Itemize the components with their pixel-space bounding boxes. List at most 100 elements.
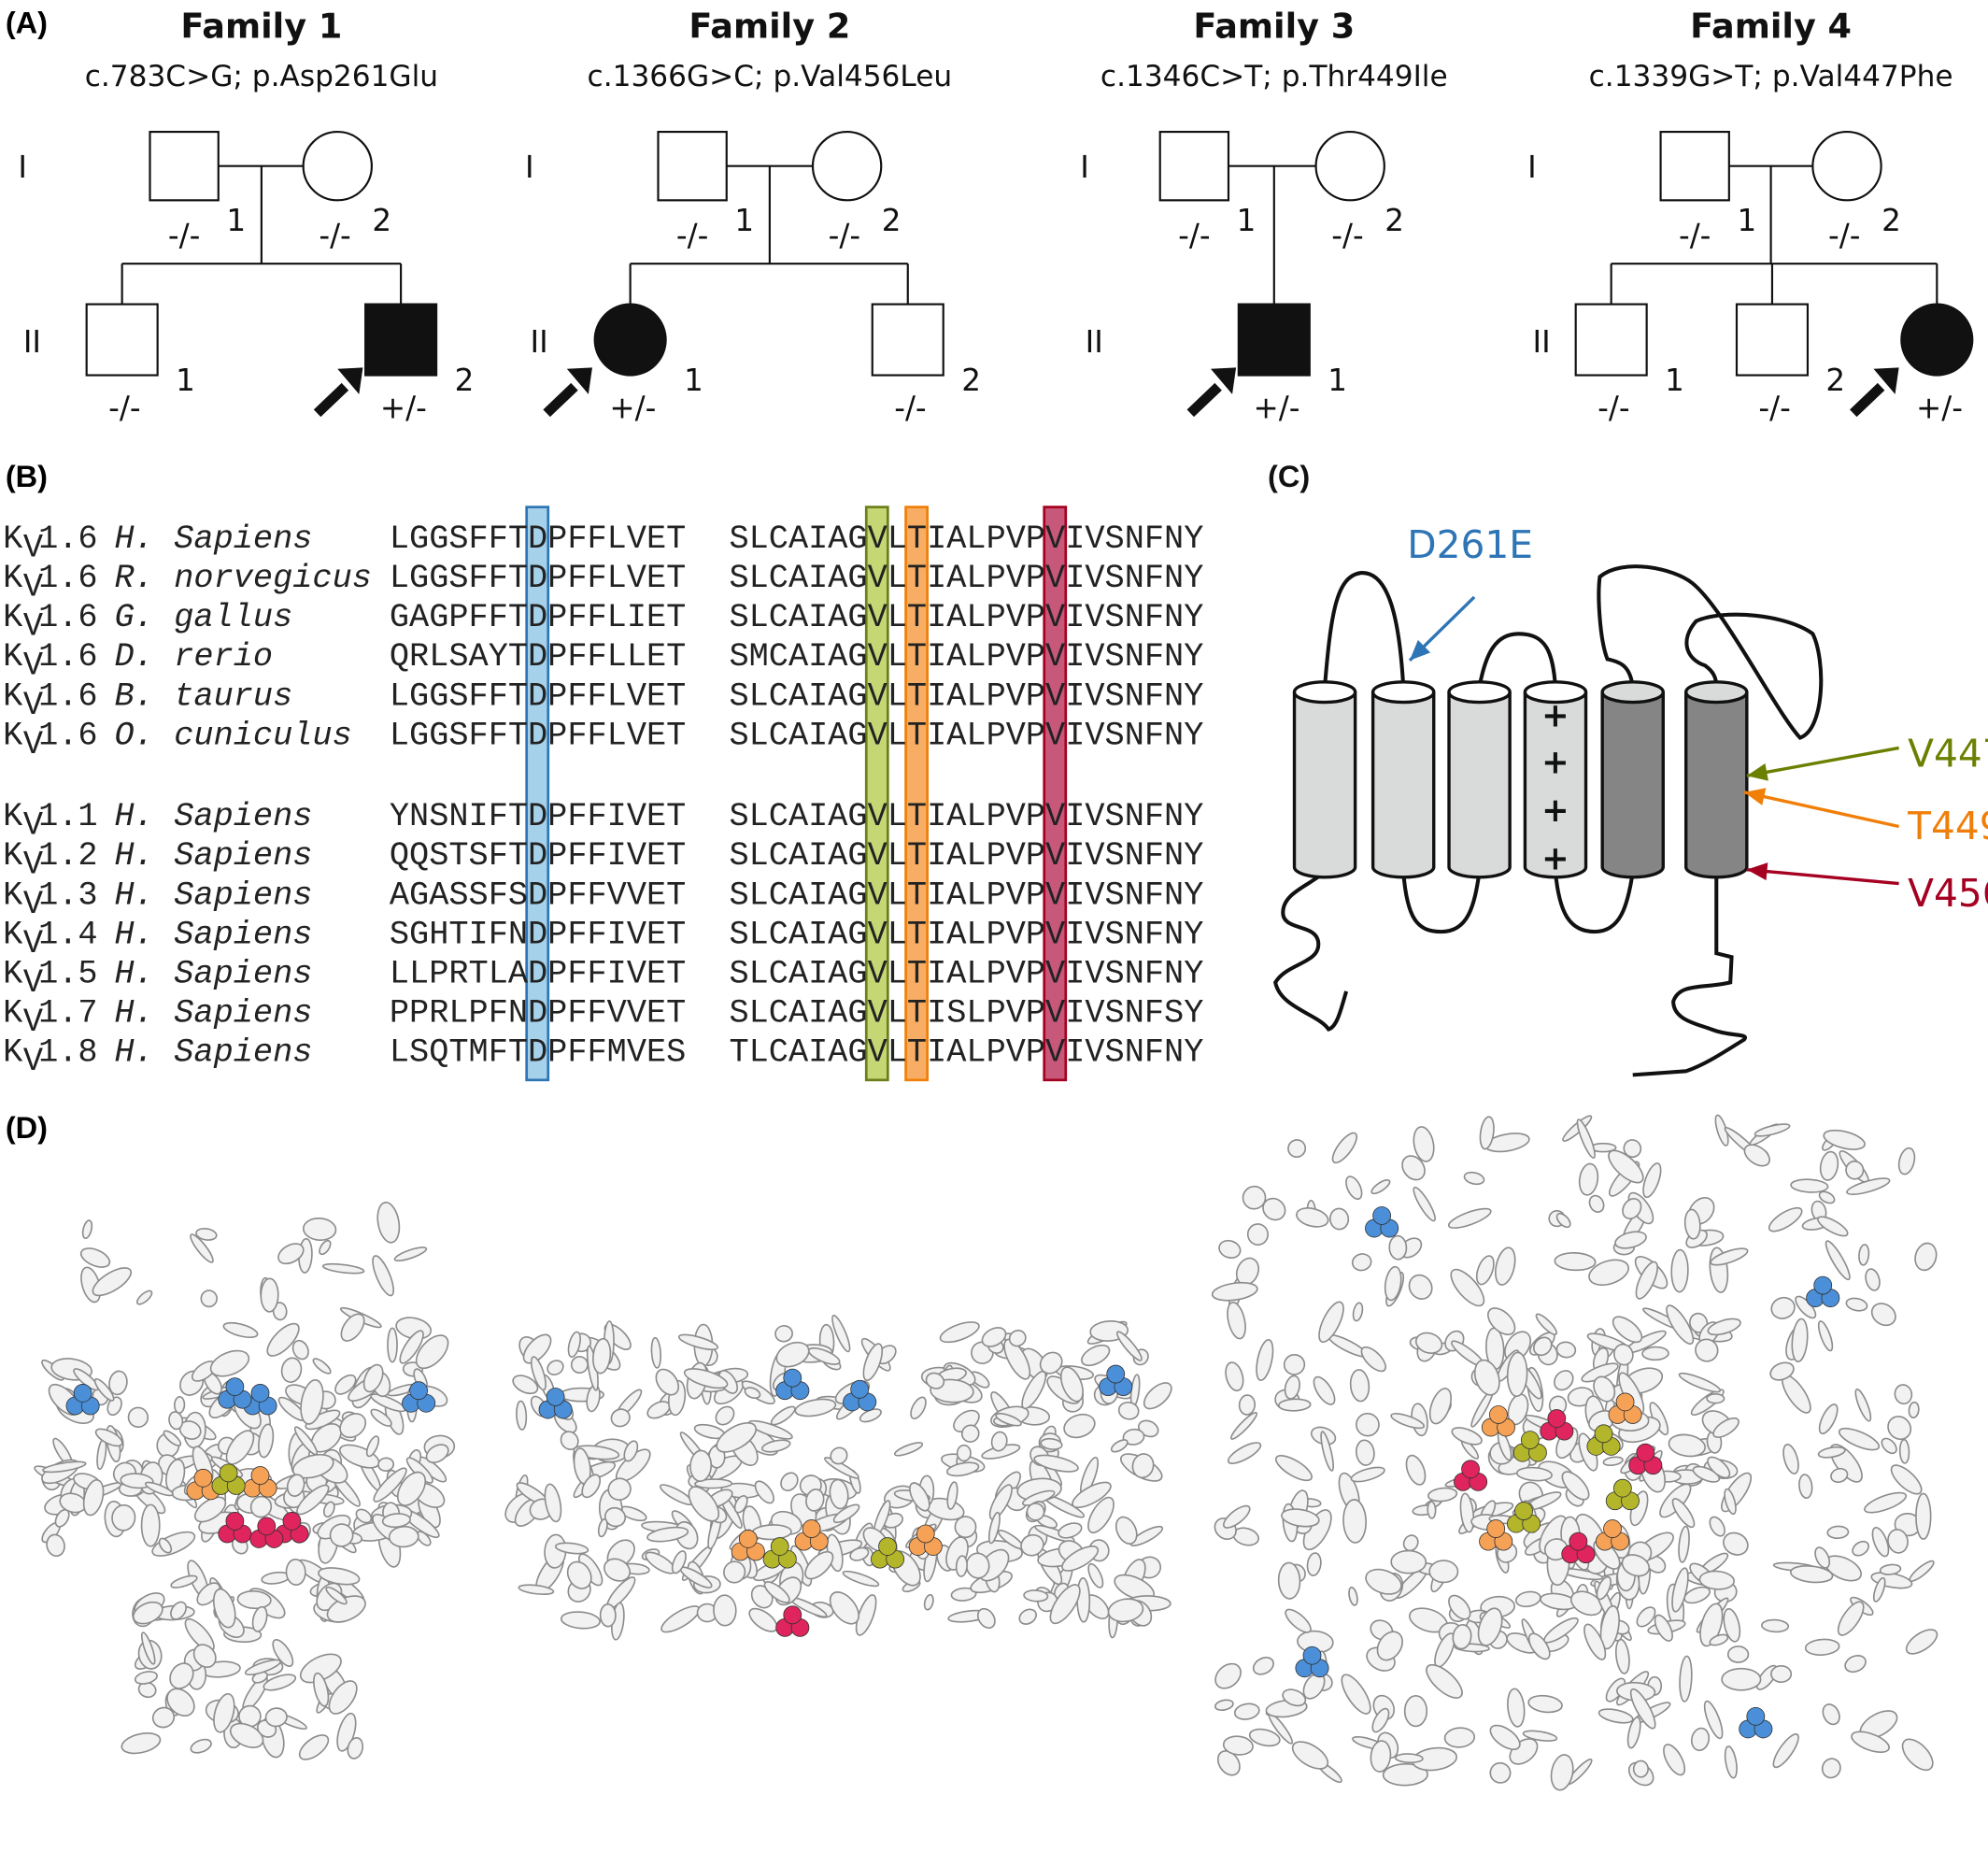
mutation-d261e: D261E	[1407, 522, 1533, 662]
child-number: 2	[1825, 363, 1845, 398]
sequence-segment-1: GAGPFFTDPFFLIET	[390, 599, 686, 636]
helix-ribbon	[715, 1405, 735, 1426]
sequence-segment-1: LLPRTLADPFFIVET	[390, 955, 686, 992]
helix-ribbon	[1489, 1761, 1512, 1784]
helix-ribbon	[862, 1343, 884, 1382]
helix-ribbon	[1008, 1330, 1027, 1347]
helix-ribbon	[1837, 1601, 1865, 1636]
helix-ribbon	[158, 1537, 173, 1554]
gene-number: 1.6	[38, 599, 98, 636]
helix-ribbon	[321, 1262, 365, 1275]
loop-s3-s4	[1477, 632, 1558, 688]
helix-ribbon	[1851, 1731, 1891, 1753]
residue-t449-spheres	[1608, 1392, 1642, 1424]
helix-ribbon	[144, 1481, 174, 1497]
helix-ribbon	[1790, 1178, 1829, 1193]
mother-genotype: -/-	[1828, 218, 1860, 253]
affected-male-symbol	[1237, 303, 1311, 377]
genus: H.	[115, 837, 154, 875]
helix-ribbon	[1061, 1546, 1100, 1572]
species: Sapiens	[174, 1033, 312, 1071]
helix-ribbon	[1342, 1499, 1367, 1544]
helix-ribbon	[1770, 1665, 1793, 1684]
helix-ribbon	[1122, 1428, 1145, 1446]
helix-ribbon	[1328, 1207, 1350, 1231]
gene-number: 1.6	[38, 638, 98, 676]
helix-ribbon	[325, 1586, 348, 1605]
helix-ribbon	[923, 1593, 934, 1611]
positive-charge-icon: +	[1541, 840, 1569, 878]
helix-ribbon	[512, 1375, 539, 1395]
gene-number: 1.3	[38, 876, 98, 914]
helix-ribbon	[1452, 1624, 1472, 1650]
helix-ribbon	[544, 1483, 562, 1523]
transmembrane-helix-s3	[1447, 680, 1512, 879]
helix-ribbon	[1622, 1198, 1642, 1220]
gene-subscript: V	[23, 726, 43, 763]
mother-genotype: -/-	[1331, 218, 1363, 253]
helix-ribbon	[1712, 1417, 1740, 1438]
helix-ribbon	[1642, 1162, 1662, 1199]
helix-ribbon	[1427, 1487, 1458, 1503]
panel-a-pedigrees: (A) Family 1c.783C>G; p.Asp261GluIII-/-1…	[6, 6, 1974, 426]
helix-ribbon	[1110, 1439, 1129, 1453]
conserved-residue-highlight	[1043, 506, 1068, 1082]
gene-name: K	[3, 1033, 23, 1071]
helix-ribbon	[1514, 1590, 1541, 1608]
gene-name: K	[3, 560, 23, 597]
helix-ribbon	[1822, 1703, 1840, 1726]
helix-ribbon	[1726, 1645, 1750, 1663]
c-terminus-loop	[1632, 872, 1748, 1077]
mother-number: 2	[1882, 203, 1901, 238]
helix-ribbon	[347, 1736, 364, 1759]
gene-number: 1.2	[38, 837, 98, 875]
helix-ribbon	[1782, 1444, 1799, 1474]
helix-ribbon	[1403, 1695, 1428, 1728]
pedigree-family-2: Family 2c.1366G>C; p.Val456LeuIII-/-1-/-…	[525, 7, 981, 426]
helix-ribbon	[775, 1341, 810, 1368]
sequence-segment-1: LGGSFFTDPFFLVET	[390, 520, 686, 558]
sequence-segment-2: SLCAIAGVLTIALPVPVIVSNFNY	[729, 798, 1203, 835]
gene-number: 1.7	[38, 994, 98, 1032]
helix-ribbon	[1360, 1346, 1386, 1373]
residue-t449-spheres	[1479, 1519, 1513, 1551]
helix-ribbon	[212, 1588, 236, 1629]
helix-ribbon	[1306, 1552, 1322, 1576]
family-variant: c.1366G>C; p.Val456Leu	[588, 60, 953, 93]
structure-side-view-membrane	[504, 1315, 1172, 1641]
gene-number: 1.5	[38, 955, 98, 992]
child-genotype: -/-	[894, 391, 926, 426]
helix-ribbon	[1227, 1301, 1246, 1340]
helix-ribbon	[415, 1334, 449, 1370]
helix-ribbon	[244, 1659, 281, 1676]
sequence-segment-1: YNSNIFTDPFFIVET	[390, 798, 686, 835]
helix-ribbon	[299, 1653, 342, 1684]
generation-label-ii: II	[530, 324, 547, 360]
family-title: Family 1	[180, 7, 342, 47]
helix-ribbon	[1413, 1186, 1436, 1222]
gene-subscript: V	[23, 886, 43, 923]
helix-ribbon	[1583, 1623, 1607, 1660]
panel-d-structures: (D)	[6, 1111, 1938, 1791]
helix-ribbon	[780, 1472, 799, 1492]
genus: H.	[115, 916, 154, 953]
helix-ribbon	[688, 1486, 720, 1522]
helix-ribbon	[266, 1322, 300, 1357]
helix-ribbon	[763, 1581, 790, 1603]
helix-ribbon	[1227, 1442, 1262, 1464]
gene-subscript: V	[23, 530, 43, 567]
helix-ribbon	[1313, 1375, 1336, 1405]
helix-ribbon	[1621, 1554, 1651, 1577]
helix-ribbon	[111, 1503, 136, 1531]
helix-ribbon	[280, 1357, 303, 1383]
helix-ribbon	[399, 1330, 424, 1364]
male-symbol	[85, 303, 159, 377]
helix-ribbon	[1678, 1372, 1722, 1393]
mother-genotype: -/-	[319, 218, 350, 253]
helix-ribbon	[1695, 1338, 1719, 1362]
helix-ribbon	[173, 1396, 186, 1415]
helix-ribbon	[1370, 1178, 1391, 1195]
